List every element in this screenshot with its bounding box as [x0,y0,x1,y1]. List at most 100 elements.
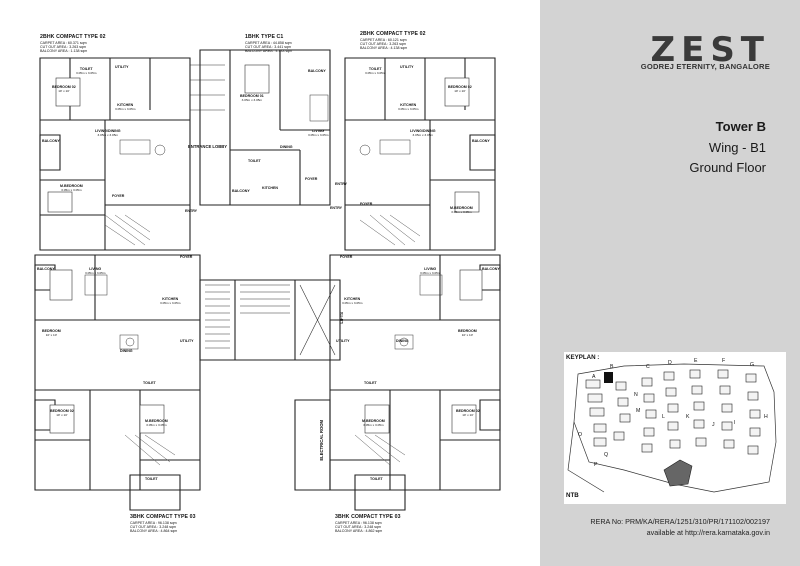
keyplan-letter-o: O [578,432,583,438]
keyplan-ntb: NTB [566,492,579,499]
floor-plan-drawing [34,49,501,511]
keyplan-drawing [567,363,777,493]
room-kitchen-tc: KITCHEN [262,186,278,190]
lift-label: LIFTS [339,312,344,324]
room-utility-tl: UTILITY [115,65,129,69]
unit-title-tr: 2BHK COMPACT TYPE 02 [360,31,426,37]
keyplan-letter-h: H [764,414,768,420]
room-balcony-tr: BALCONY [472,139,490,143]
keyplan-letter-l: L [662,414,665,420]
keyplan-letter-c: C [646,364,650,370]
room-foyer-bl: FOYER [180,255,193,259]
keyplan-letter-m: M [636,408,641,414]
room-foyer-tr: FOYER [360,202,373,206]
unit-balcony-tl: BALCONY AREA : 1.138 sqm [40,49,88,53]
room-balcony-br: BALCONY [482,267,500,271]
unit-title-bl: 3BHK COMPACT TYPE 03 [130,514,196,520]
keyplan-letter-j: J [712,422,715,428]
keyplan-label: KEYPLAN : [566,354,600,361]
wall-unit-tl [39,57,191,251]
unit-carpet-bl: CARPET AREA : 96.138 sqm [130,521,177,525]
unit-carpet-tl: CARPET AREA : 60.371 sqm [40,41,87,45]
keyplan-letter-n: N [634,392,638,398]
room-toilet-br-2: TOILET [370,477,383,481]
unit-title-tc: 1BHK TYPE C1 [245,34,284,40]
entrance-lobby-label: ENTRANCE LOBBY [188,144,228,149]
keyplan-letter-g: G [750,362,755,368]
wall-unit-tr [344,57,496,251]
rera-number: RERA No: PRM/KA/RERA/1251/310/PR/171102/… [590,517,770,526]
room-toilet-bl-2: TOILET [145,477,158,481]
room-dining-tc: DINING [280,145,293,149]
keyplan-letter-f: F [722,358,726,364]
unit-cutout-br: CUT OUT AREA : 3.248 sqm [335,525,382,529]
brand-subtitle: GODREJ ETERNITY, BANGALORE [640,62,770,71]
keyplan-letter-q: Q [604,452,609,458]
room-toilet-bl: TOILET [143,381,156,385]
info-panel: ZEST GODREJ ETERNITY, BANGALORE Tower B … [540,0,800,566]
keyplan-clubhouse [663,459,693,487]
keyplan-letter-e: E [694,358,698,364]
keyplan-letter-p: P [594,462,598,468]
keyplan-letter-a: A [592,374,596,380]
room-utility-tr: UTILITY [400,65,414,69]
unit-carpet-br: CARPET AREA : 96.138 sqm [335,521,382,525]
unit-title-tl: 2BHK COMPACT TYPE 02 [40,34,106,40]
unit-cutout-tl: CUT OUT AREA : 3.263 sqm [40,45,87,49]
floor-plan: 2BHK COMPACT TYPE 02 CARPET AREA : 60.37… [34,31,501,533]
room-balcony-tl: BALCONY [42,139,60,143]
rera-site: available at http://rera.karnataka.gov.i… [646,528,770,537]
unit-cutout-tr: CUT OUT AREA : 3.263 sqm [360,42,407,46]
unit-cutout-bl: CUT OUT AREA : 3.248 sqm [130,525,177,529]
keyplan-letter-i: I [734,420,736,426]
room-dining-bl: DINING [120,349,133,353]
room-entry-tc: ENTRY [335,182,348,186]
floor-label: Ground Floor [689,160,766,175]
room-foyer-tl: FOYER [112,194,125,198]
keyplan-highlight [604,372,613,383]
room-foyer-tc: FOYER [305,177,318,181]
room-balcony-tc-2: BALCONY [232,189,250,193]
room-utility-br: UTILITY [336,339,350,343]
unit-balcony-bl: BALCONY AREA : 4.864 sqm [130,529,178,533]
unit-carpet-tc: CARPET AREA : 44.858 sqm [245,41,292,45]
room-balcony-bl: BALCONY [37,267,55,271]
room-dining-br: DINING [396,339,409,343]
unit-cutout-tc: CUT OUT AREA : 3.441 sqm [245,45,292,49]
room-entry-tr: ENTRY [330,206,343,210]
unit-balcony-tr: BALCONY AREA : 4.138 sqm [360,46,408,50]
room-foyer-br: FOYER [340,255,353,259]
tower-label: Tower B [715,119,766,134]
room-balcony-tc: BALCONY [308,69,326,73]
unit-balcony-br: BALCONY AREA : 4.862 sqm [335,529,383,533]
keyplan-map: KEYPLAN : A B C D E F G H I J K L M N O … [564,352,786,504]
brand-logo: ZEST [650,30,770,70]
unit-balcony-tc: BALCONY AREA : 4.133 sqm [245,49,293,53]
keyplan-letter-k: K [686,414,690,420]
room-toilet-tc: TOILET [248,159,261,163]
room-toilet-br: TOILET [364,381,377,385]
wall-unit-tc [199,49,331,206]
unit-carpet-tr: CARPET AREA : 60.121 sqm [360,38,407,42]
room-utility-bl: UTILITY [180,339,194,343]
